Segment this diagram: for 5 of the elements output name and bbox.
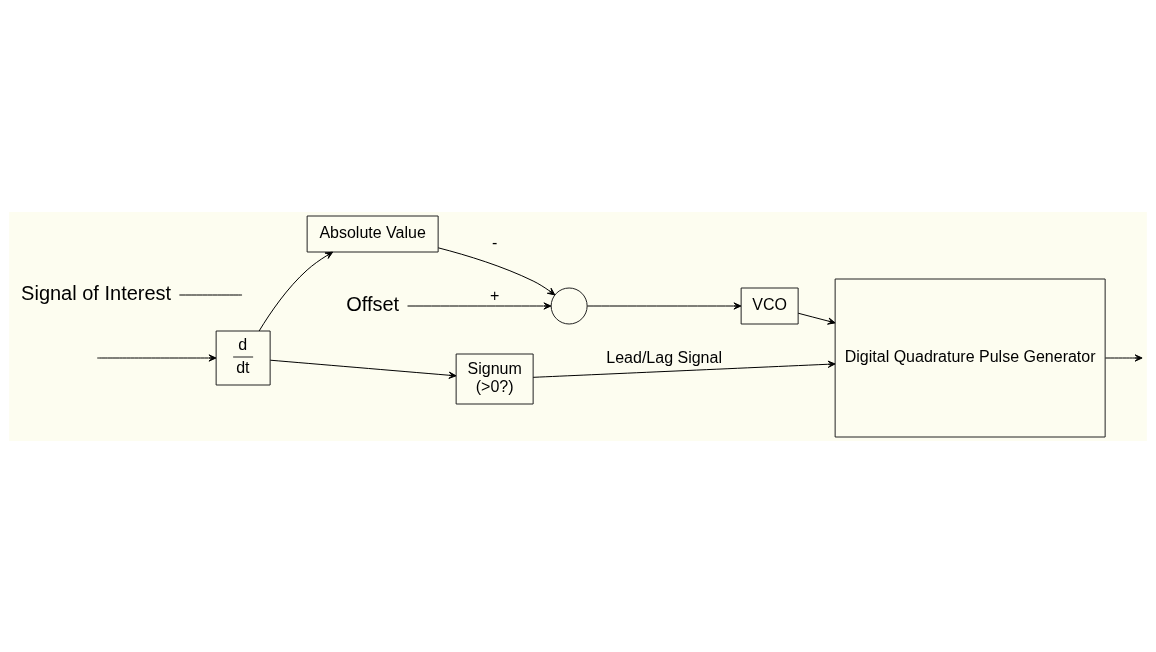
edge-label: - — [491, 233, 498, 251]
node-text: Signal of Interest — [21, 281, 172, 304]
edge-label: Lead/Lag Signal — [606, 348, 722, 366]
edge-label: + — [489, 286, 500, 304]
node-text: Offset — [346, 292, 400, 315]
